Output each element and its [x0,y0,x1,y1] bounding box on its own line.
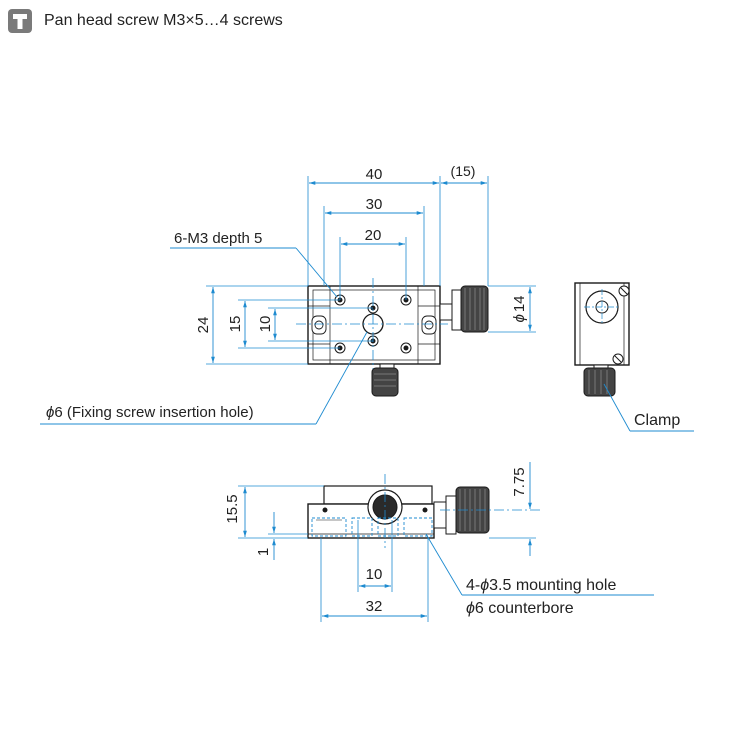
slot-hole-left [311,315,327,335]
label-clamp: Clamp [634,412,680,429]
dim-30: 30 [366,196,383,213]
label-fixing-hole: ϕ6 (Fixing screw insertion hole) [46,404,254,421]
dim-24: 24 [195,317,212,334]
clamp-knob-top [371,367,399,397]
slot-hole-right [421,315,437,335]
page-title: Pan head screw M3×5…4 screws [44,12,283,29]
dim-1: 1 [255,548,272,556]
dim-15: 15 [227,316,244,333]
label-counterbore: ϕ6 counterbore [466,600,574,617]
dim-15-5: 15.5 [224,494,241,523]
header: Pan head screw M3×5…4 screws [8,8,283,34]
screw-icon [8,9,32,33]
dim-40: 40 [366,166,383,183]
dim-32: 32 [366,598,383,615]
dim-20: 20 [365,227,382,244]
dim-7-75: 7.75 [511,467,528,496]
dim-10-front: 10 [366,566,383,583]
top-view: 40 (15) 30 20 24 15 10 ϕ14 6-M3 depth 5 [40,163,536,425]
side-view: Clamp [574,282,694,432]
label-mounting-hole: 4-ϕ3.5 mounting hole [466,577,616,594]
m3-hole-br [400,342,412,354]
dim-10: 10 [257,316,274,333]
dim-15-paren: (15) [451,163,476,179]
label-m3-depth: 6-M3 depth 5 [174,230,262,247]
dim-phi14: ϕ14 [511,295,528,322]
front-view: 15.5 1 7.75 10 32 4-ϕ3.5 mounting hole ϕ… [224,462,654,622]
